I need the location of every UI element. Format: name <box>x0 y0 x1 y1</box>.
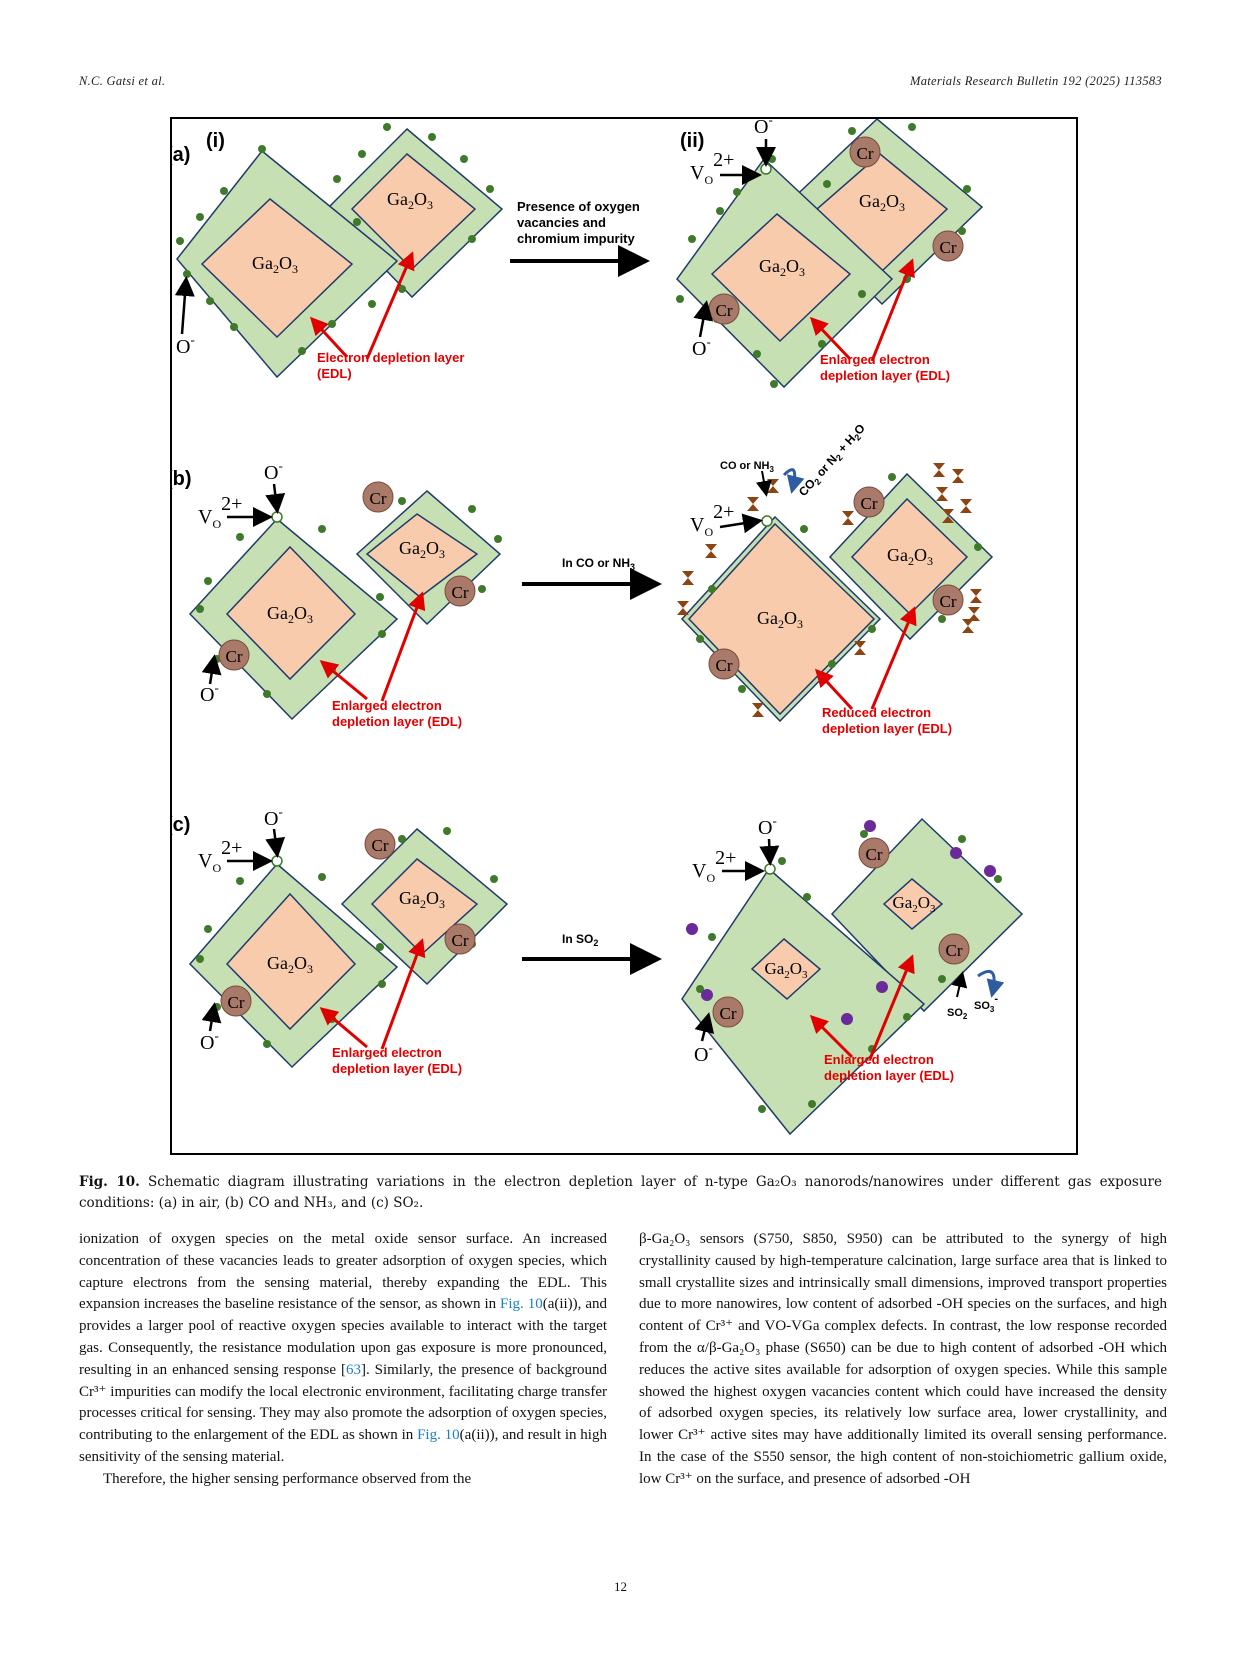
so2-label: SO2 <box>947 1007 968 1021</box>
crystal-c-right-large: Ga2O3 <box>681 867 926 1136</box>
crystal-c-left-large: Ga2O3 <box>188 862 399 1069</box>
running-header-journal: Materials Research Bulletin 192 (2025) 1… <box>909 74 1162 88</box>
svg-text:VO2+: VO2+ <box>198 493 242 531</box>
crystal-a-ii-small: Ga2O3 <box>782 119 984 306</box>
svg-text:Ga2O3: Ga2O3 <box>252 253 298 276</box>
reference-link[interactable]: 63 <box>345 1361 361 1378</box>
svg-text:Ga2O3: Ga2O3 <box>387 189 433 212</box>
panel-c-label: (c) <box>172 814 190 836</box>
sub-i-label: (i) <box>206 130 225 152</box>
svg-text:VO2+: VO2+ <box>690 501 734 539</box>
svg-text:O-: O- <box>758 813 777 839</box>
arrow-b-text: In CO or NH3 <box>562 556 635 572</box>
caption-text: Schematic diagram illustrating variation… <box>79 1174 1163 1211</box>
crystal-a-i-large: Ga2O3 <box>176 149 399 379</box>
svg-text:Ga2O3: Ga2O3 <box>267 953 313 976</box>
co2-label: CO2 or N2 + H2O <box>796 421 870 500</box>
oxygen-dots-c-right <box>696 830 1002 1113</box>
svg-text:Cr: Cr <box>452 931 469 950</box>
body-column-left: ionization of oxygen species on the meta… <box>79 1229 607 1491</box>
svg-text:Cr: Cr <box>940 238 957 257</box>
figure-10: (a) (i) (ii) Ga2O3 Ga2O3 O- Electron dep… <box>170 117 1078 1155</box>
vacancy-label: VO2+ <box>690 149 734 187</box>
svg-text:Cr: Cr <box>946 941 963 960</box>
page-number: 12 <box>614 1579 627 1594</box>
panel-a-label: (a) <box>172 144 190 166</box>
panel-b-label: (b) <box>172 468 192 490</box>
oxygen-dots-a-i <box>176 123 494 355</box>
paragraph: ionization of oxygen species on the meta… <box>79 1231 607 1465</box>
oxygen-vacancy <box>760 163 772 175</box>
co-nh3-label: CO or NH3 <box>720 460 775 474</box>
cr-impurity: Cr Cr Cr <box>708 136 964 325</box>
paragraph: β-Ga₂O₃ sensors (S750, S850, S950) can b… <box>639 1231 1167 1487</box>
svg-text:Cr: Cr <box>866 845 883 864</box>
crystal-b-left-large: Ga2O3 <box>188 517 399 721</box>
edl-label-a-i: Electron depletion layer(EDL) <box>317 350 464 381</box>
svg-text:O-: O- <box>754 119 773 138</box>
svg-text:Cr: Cr <box>370 489 387 508</box>
svg-text:Cr: Cr <box>857 144 874 163</box>
svg-text:O-: O- <box>200 1028 219 1054</box>
crystal-a-ii-large: Ga2O3 <box>676 157 894 389</box>
so3-label: SO3- <box>974 993 998 1014</box>
running-header-authors: N.C. Gatsi et al. <box>79 74 166 88</box>
crystal-a-i-small: Ga2O3 <box>325 127 504 299</box>
svg-text:Ga2O3: Ga2O3 <box>757 608 803 631</box>
crystal-b-left-small: Ga2O3 <box>355 490 502 626</box>
svg-text:Ga2O3: Ga2O3 <box>859 191 905 214</box>
svg-text:Cr: Cr <box>228 993 245 1012</box>
svg-text:Ga2O3: Ga2O3 <box>399 538 445 561</box>
figure-link[interactable]: Fig. 10 <box>417 1427 460 1444</box>
svg-text:VO2+: VO2+ <box>692 847 736 885</box>
svg-text:Cr: Cr <box>716 656 733 675</box>
svg-text:Cr: Cr <box>372 836 389 855</box>
sub-ii-label: (ii) <box>680 130 704 152</box>
schematic-diagram: (a) (i) (ii) Ga2O3 Ga2O3 O- Electron dep… <box>172 119 1024 1136</box>
svg-text:Ga2O3: Ga2O3 <box>887 545 933 568</box>
svg-text:O-: O- <box>200 680 219 706</box>
svg-text:Cr: Cr <box>716 301 733 320</box>
figure-caption: Fig. 10. Schematic diagram illustrating … <box>79 1172 1162 1214</box>
body-column-right: β-Ga₂O₃ sensors (S750, S850, S950) can b… <box>639 1229 1167 1491</box>
paragraph: Therefore, the higher sensing performanc… <box>103 1470 472 1487</box>
svg-text:O-: O- <box>694 1040 713 1066</box>
svg-text:O-: O- <box>264 458 283 484</box>
svg-text:Ga2O3: Ga2O3 <box>399 888 445 911</box>
svg-text:Cr: Cr <box>861 494 878 513</box>
svg-text:O-: O- <box>692 334 711 360</box>
arrow-c-text: In SO2 <box>562 932 598 948</box>
svg-text:Cr: Cr <box>940 592 957 611</box>
svg-text:Ga2O3: Ga2O3 <box>764 959 808 981</box>
svg-text:Ga2O3: Ga2O3 <box>759 256 805 279</box>
svg-text:O-: O- <box>264 804 283 830</box>
svg-text:Cr: Cr <box>720 1004 737 1023</box>
svg-text:VO2+: VO2+ <box>198 837 242 875</box>
svg-text:Cr: Cr <box>452 583 469 602</box>
o-minus-label: O- <box>176 332 195 358</box>
figure-link[interactable]: Fig. 10 <box>500 1296 543 1313</box>
so2-adsorbates <box>686 820 996 1025</box>
svg-text:Ga2O3: Ga2O3 <box>267 603 313 626</box>
svg-text:Ga2O3: Ga2O3 <box>892 893 936 915</box>
caption-label: Fig. 10. <box>79 1174 140 1190</box>
svg-text:Cr: Cr <box>226 647 243 666</box>
